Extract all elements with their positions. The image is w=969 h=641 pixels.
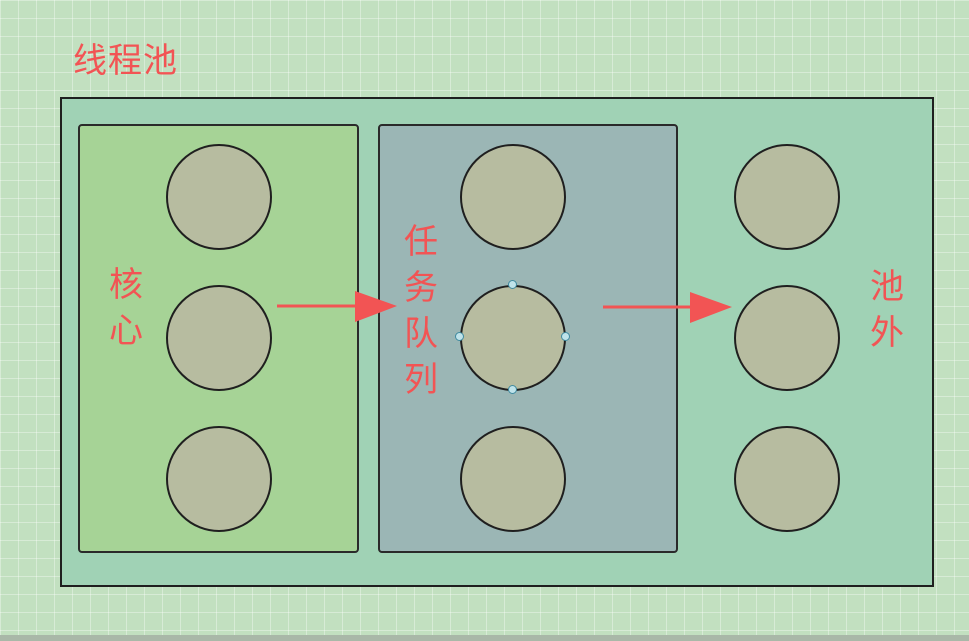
arrow-core-to-queue bbox=[277, 291, 397, 322]
core-thread-2[interactable] bbox=[166, 285, 272, 391]
selection-handle-right[interactable] bbox=[561, 332, 570, 341]
selection-handle-bottom[interactable] bbox=[508, 385, 517, 394]
queue-task-3[interactable] bbox=[460, 426, 566, 532]
outside-thread-2[interactable] bbox=[734, 285, 840, 391]
core-label: 核心 bbox=[109, 265, 143, 351]
selection-handle-top[interactable] bbox=[508, 280, 517, 289]
outside-pool-label: 池外 bbox=[870, 267, 904, 353]
thread-pool-title: 线程池 bbox=[73, 41, 178, 81]
arrow-queue-to-outside bbox=[603, 292, 732, 323]
task-queue-label: 任务队列 bbox=[404, 222, 438, 400]
queue-task-1[interactable] bbox=[460, 144, 566, 250]
outside-thread-3[interactable] bbox=[734, 426, 840, 532]
bottom-strip bbox=[0, 635, 969, 641]
outside-thread-1[interactable] bbox=[734, 144, 840, 250]
core-thread-1[interactable] bbox=[166, 144, 272, 250]
selection-handle-left[interactable] bbox=[455, 332, 464, 341]
core-thread-3[interactable] bbox=[166, 426, 272, 532]
